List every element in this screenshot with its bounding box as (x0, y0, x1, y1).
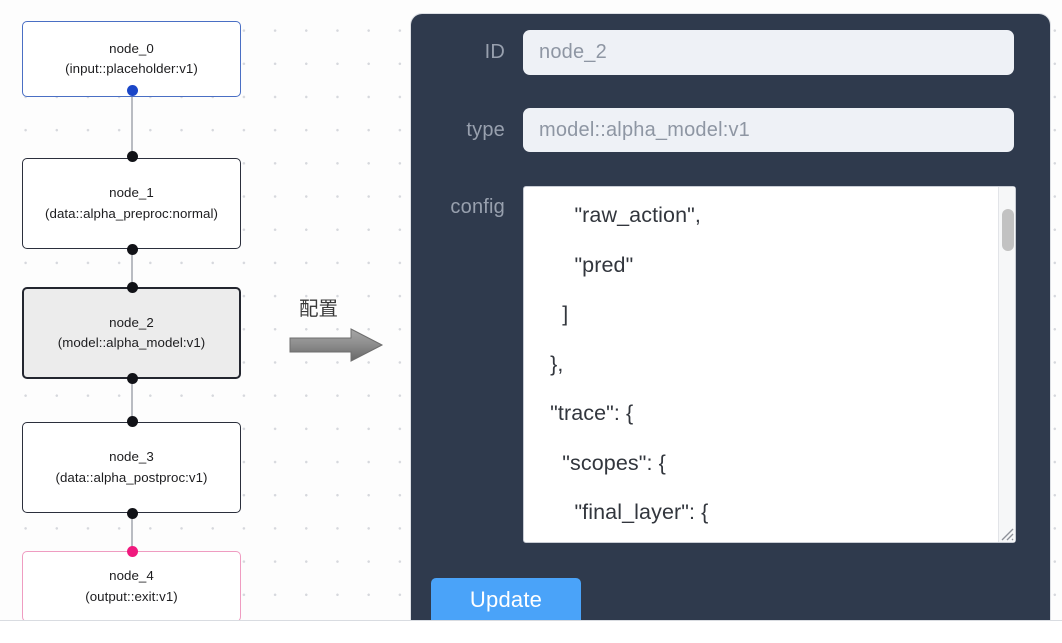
edge-node1-node2 (131, 243, 134, 295)
graph-node-node_4[interactable]: node_4(output::exit:v1) (22, 551, 241, 622)
node-handle-node_2-input[interactable] (126, 282, 138, 293)
field-row-id: ID (411, 30, 1033, 75)
node-handle-node_2-output[interactable] (126, 373, 138, 384)
type-input[interactable] (523, 108, 1014, 152)
field-row-config: config "raw_action", "pred" ] }, "trace"… (411, 186, 1033, 543)
graph-node-label-node_1: node_1(data::alpha_preproc:normal) (45, 185, 218, 221)
graph-node-node_3[interactable]: node_3(data::alpha_postproc:v1) (22, 422, 241, 513)
node-handle-node_3-input[interactable] (126, 416, 138, 427)
node-handle-node_1-output[interactable] (126, 244, 138, 255)
edge-node3-node4 (131, 507, 134, 557)
node-handle-node_4-input[interactable] (126, 546, 138, 557)
graph-node-node_2[interactable]: node_2(model::alpha_model:v1) (22, 287, 241, 379)
graph-node-label-node_2: node_2(model::alpha_model:v1) (57, 314, 206, 351)
field-label-id: ID (484, 41, 505, 63)
update-button[interactable]: Update (431, 578, 581, 620)
annotation-arrow-group: 配置 (289, 296, 391, 362)
resize-handle-icon[interactable] (997, 524, 1014, 541)
graph-node-label-node_0: node_0(input::placeholder:v1) (65, 40, 198, 77)
graph-node-label-node_4: node_4(output::exit:v1) (85, 568, 178, 604)
field-label-type: type (466, 118, 505, 141)
config-textarea-wrapper: "raw_action", "pred" ] }, "trace": { "sc… (523, 186, 1016, 543)
right-arrow-icon (289, 328, 384, 362)
graph-node-node_0[interactable]: node_0(input::placeholder:v1) (22, 21, 241, 97)
field-row-type: type (411, 108, 1033, 152)
edge-node2-node3 (131, 372, 134, 428)
config-scrollbar-thumb[interactable] (1002, 209, 1014, 251)
graph-node-node_1[interactable]: node_1(data::alpha_preproc:normal) (22, 158, 241, 249)
config-scrollbar[interactable] (998, 187, 1015, 542)
annotation-label: 配置 (299, 297, 339, 320)
graph-node-label-node_3: node_3(data::alpha_postproc:v1) (55, 449, 208, 485)
edge-node0-node1 (131, 90, 134, 162)
field-label-config: config (450, 196, 505, 218)
config-textarea[interactable]: "raw_action", "pred" ] }, "trace": { "sc… (523, 186, 1016, 543)
node-handle-node_3-output[interactable] (126, 508, 138, 519)
window-bottom-strip (0, 620, 1062, 643)
id-input[interactable] (523, 30, 1014, 75)
node-handle-node_1-input[interactable] (126, 151, 138, 162)
node-handle-node_0-output[interactable] (126, 85, 138, 96)
